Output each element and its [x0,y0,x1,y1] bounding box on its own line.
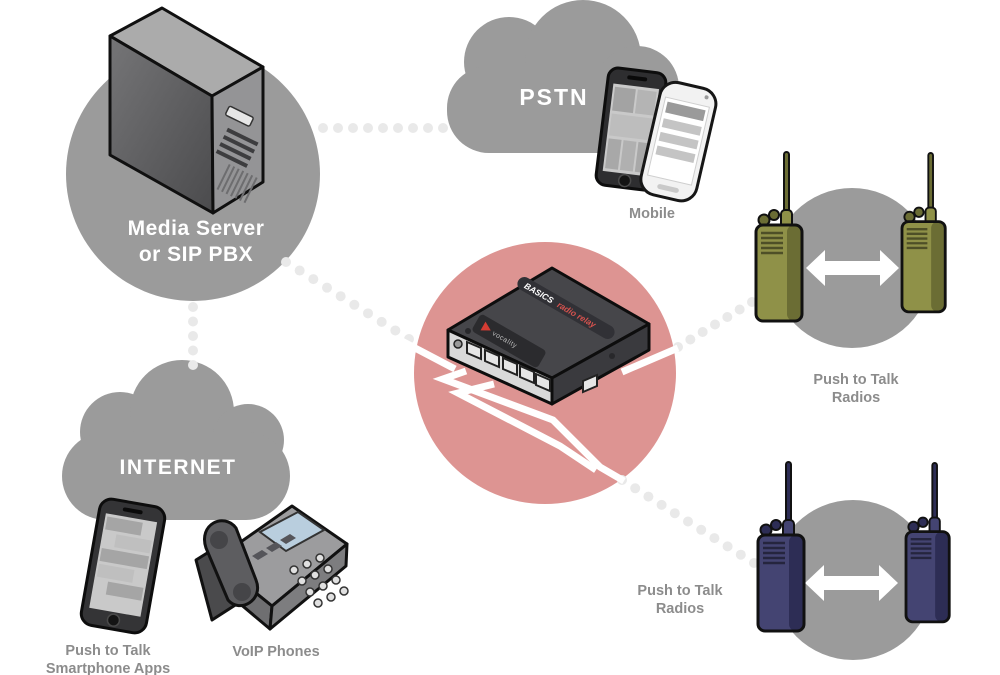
dotted-connections [188,123,759,568]
dotted-line-server-to-internet [188,302,198,370]
ptt-smartphone-icon [79,497,167,635]
gateway-ports [453,339,598,394]
media-server-icon [108,6,265,215]
internet-cloud-shape [62,360,290,520]
bidirectional-arrow-icon-bottom [805,565,898,601]
dotted-line-gateway-to-radios-top [673,297,757,352]
ptt-radio-icon-top-left [754,151,804,323]
ptt-radio-icon-top-right [900,152,947,314]
dotted-line-server-to-pstn [318,123,448,133]
voip-keypad [289,553,349,608]
voip-phone-icon [194,504,349,631]
vocality-logo-icon [480,321,491,331]
gateway-device-icon: BASICS radio relay vocality [446,266,651,406]
bidirectional-arrow-icon-top [806,250,899,286]
dotted-line-gateway-to-radios-bottom [617,475,759,568]
ptt-radio-icon-bottom-right [904,462,951,624]
mobile-phones-icon [594,66,718,203]
dotted-line-server-to-gateway [281,257,414,344]
ptt-radio-icon-bottom-left [756,461,806,633]
gateway-trace-lines [394,334,680,485]
